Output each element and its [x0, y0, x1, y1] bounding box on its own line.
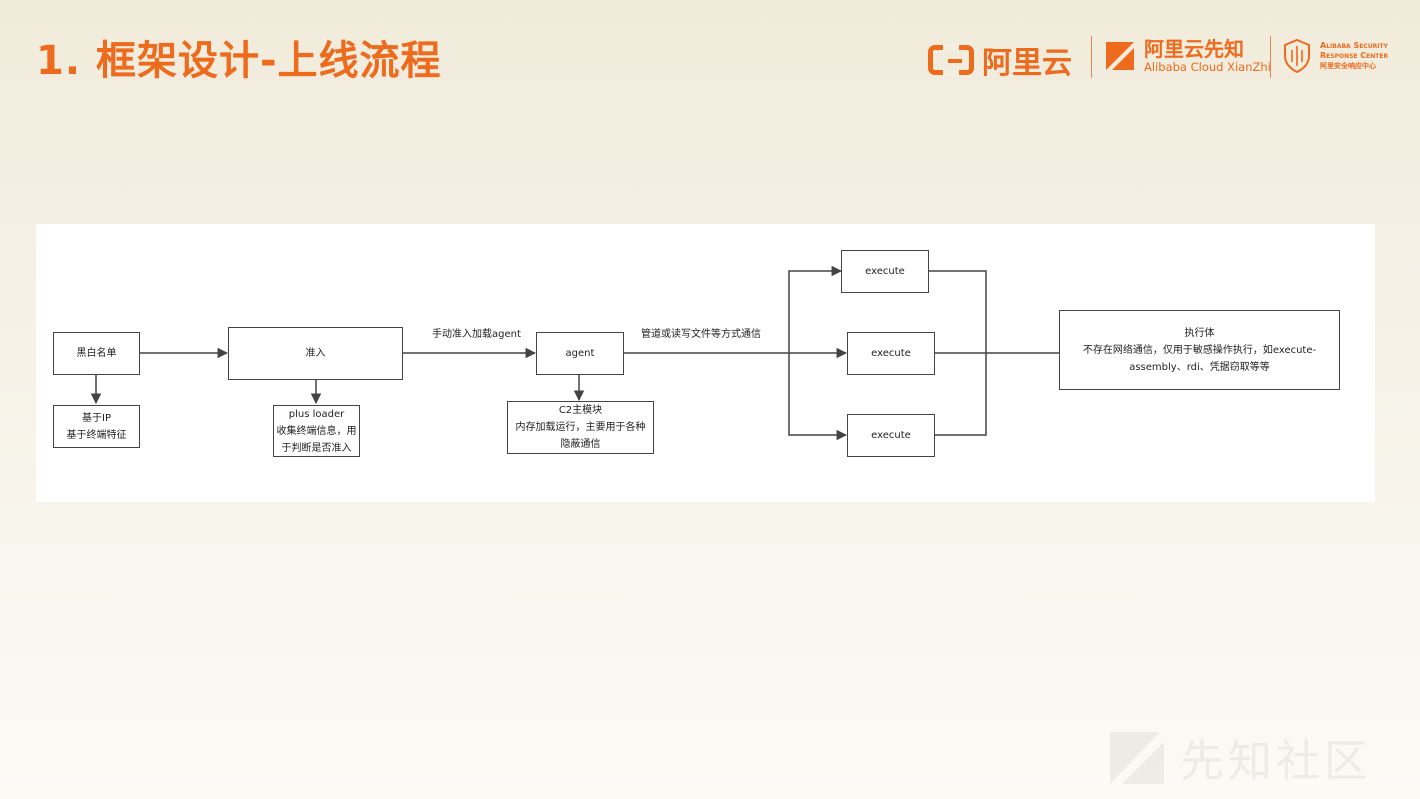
aliyun-logo: 阿里云	[928, 38, 1072, 82]
node-label: plus loader	[288, 408, 345, 420]
xianzhi-logo-cn: 阿里云先知	[1144, 37, 1244, 61]
node-label: execute	[865, 266, 905, 277]
edge-agent-exec3	[788, 353, 848, 441]
xianzhi-logo-en: Alibaba Cloud XianZhi	[1144, 60, 1271, 74]
node-basis: 基于IP 基于终端特征	[53, 405, 140, 448]
xianzhi-logo-icon	[1106, 42, 1134, 70]
logo-divider	[1091, 36, 1092, 78]
node-label: 不存在网络通信，仅用于敏感操作执行，如execute-	[1082, 344, 1317, 356]
node-label: 准入	[305, 348, 326, 359]
node-plus-loader: plus loader 收集终端信息，用 于判断是否准入	[273, 405, 360, 457]
node-execute-3: execute	[847, 414, 935, 457]
edge-exec3-merge	[934, 353, 987, 436]
shield-icon	[1284, 38, 1310, 74]
edge-agent-exec1	[788, 265, 843, 353]
node-label: execute	[871, 348, 911, 359]
node-label: 隐蔽通信	[560, 439, 601, 450]
node-label: 基于终端特征	[66, 429, 127, 441]
aliyun-logo-icon	[928, 44, 974, 76]
logo-divider	[1270, 36, 1271, 78]
node-label: 执行体	[1184, 327, 1215, 339]
watermark-text: 先知社区	[1180, 736, 1372, 787]
asrc-logo-line3: 阿里安全响应中心	[1320, 62, 1376, 70]
node-execute-2: execute	[847, 332, 935, 375]
watermark: 先知社区	[1108, 725, 1372, 789]
node-c2-module: C2主模块 内存加载运行，主要用于各种 隐蔽通信	[507, 401, 654, 454]
xianzhi-watermark-icon	[1110, 732, 1164, 784]
node-blackwhite-list: 黑白名单	[53, 332, 140, 375]
edge-label-comm: 管道或读写文件等方式通信	[641, 329, 761, 340]
node-execute-1: execute	[841, 250, 929, 293]
node-agent: agent	[536, 332, 624, 375]
node-label: C2主模块	[558, 405, 603, 416]
node-label: 于判断是否准入	[281, 442, 352, 454]
asrc-logo-line2: Response Center	[1320, 51, 1389, 60]
node-label: agent	[565, 348, 595, 359]
node-admission: 准入	[228, 327, 403, 380]
edge-label-load-agent: 手动准入加载agent	[432, 329, 521, 340]
edge-exec1-merge	[929, 270, 987, 353]
asrc-logo: Alibaba Security Response Center 阿里安全响应中…	[1282, 38, 1388, 74]
node-label: 内存加载运行，主要用于各种	[515, 422, 646, 433]
node-executor: 执行体 不存在网络通信，仅用于敏感操作执行，如execute- assembly…	[1059, 310, 1340, 390]
aliyun-logo-text: 阿里云	[982, 46, 1072, 81]
flow-diagram: 黑白名单 基于IP 基于终端特征 准入 plus loader 收集终端信息，用…	[36, 224, 1375, 502]
page-title: 1. 框架设计-上线流程	[36, 38, 442, 84]
asrc-logo-line1: Alibaba Security	[1320, 41, 1388, 50]
node-label: 基于IP	[82, 412, 111, 424]
node-label: assembly、rdi、凭据窃取等等	[1129, 361, 1270, 373]
node-label: execute	[871, 430, 911, 441]
node-label: 收集终端信息，用	[276, 425, 357, 437]
node-label: 黑白名单	[76, 348, 117, 359]
logo-bar: 阿里云 阿里云先知 Alibaba Cloud XianZhi Alibaba …	[928, 34, 1388, 82]
xianzhi-logo: 阿里云先知 Alibaba Cloud XianZhi	[1104, 38, 1271, 74]
diagram-connectors	[90, 265, 1059, 441]
